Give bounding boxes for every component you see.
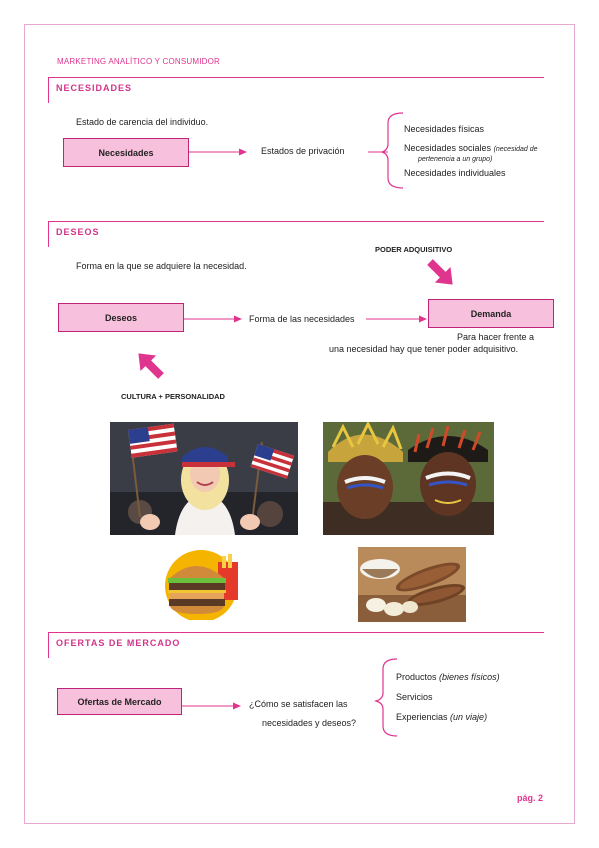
big-arrow-poder-adquisitivo (427, 259, 453, 285)
ofertas-productos-label: Productos (396, 672, 437, 682)
necesidades-sociales: Necesidades sociales (necesidad de (404, 143, 538, 153)
ofertas-box: Ofertas de Mercado (57, 688, 182, 715)
brace-necesidades (380, 112, 404, 189)
demanda-box: Demanda (428, 299, 554, 328)
section-rule-necesidades (48, 77, 544, 78)
demanda-note-1: Para hacer frente a (457, 332, 535, 342)
section-vrule-necesidades (48, 77, 49, 103)
section-rule-ofertas (48, 632, 544, 633)
necesidades-sociales-label: Necesidades sociales (404, 143, 492, 153)
document-header-title: MARKETING ANALÍTICO Y CONSUMIDOR (57, 57, 221, 66)
cultura-personalidad-label: CULTURA + PERSONALIDAD (121, 392, 225, 401)
ofertas-experiencias-note: (un viaje) (450, 712, 488, 722)
deseos-arrow-text: Forma de las necesidades (249, 314, 355, 324)
photo-cassava (358, 547, 466, 622)
photo-hamburger (156, 544, 251, 620)
necesidades-arrow-text: Estados de privación (261, 146, 345, 156)
necesidades-definition: Estado de carencia del individuo. (76, 117, 209, 127)
ofertas-servicios: Servicios (396, 692, 433, 702)
ofertas-question-1: ¿Cómo se satisfacen las (249, 699, 348, 709)
section-title-necesidades: NECESIDADES (56, 83, 133, 93)
ofertas-productos-note: (bienes físicos) (439, 672, 500, 682)
brace-ofertas (373, 658, 398, 737)
page-frame (24, 24, 575, 824)
section-title-ofertas: OFERTAS DE MERCADO (56, 638, 181, 648)
poder-adquisitivo-label: PODER ADQUISITIVO (375, 245, 453, 254)
photo-tribal-people (323, 422, 494, 535)
section-vrule-ofertas (48, 632, 49, 658)
ofertas-question-2: necesidades y deseos? (262, 718, 357, 728)
ofertas-experiencias: Experiencias (un viaje) (396, 712, 487, 722)
section-title-deseos: DESEOS (56, 227, 100, 237)
photo-fan-with-flags (110, 422, 298, 535)
section-rule-deseos (48, 221, 544, 222)
page-number: pág. 2 (517, 793, 544, 803)
demanda-note-2: una necesidad hay que tener poder adquis… (329, 344, 519, 354)
deseos-box: Deseos (58, 303, 184, 332)
deseos-definition: Forma en la que se adquiere la necesidad… (76, 261, 247, 271)
necesidades-individuales: Necesidades individuales (404, 168, 506, 178)
section-vrule-deseos (48, 221, 49, 247)
necesidades-sociales-note-2: pertenencia a un grupo) (418, 156, 493, 163)
ofertas-experiencias-label: Experiencias (396, 712, 448, 722)
necesidades-fisicas: Necesidades físicas (404, 124, 485, 134)
necesidades-box: Necesidades (63, 138, 189, 167)
big-arrow-cultura-personalidad (138, 353, 164, 379)
ofertas-productos: Productos (bienes físicos) (396, 672, 500, 682)
necesidades-sociales-note-1: (necesidad de (493, 146, 538, 153)
